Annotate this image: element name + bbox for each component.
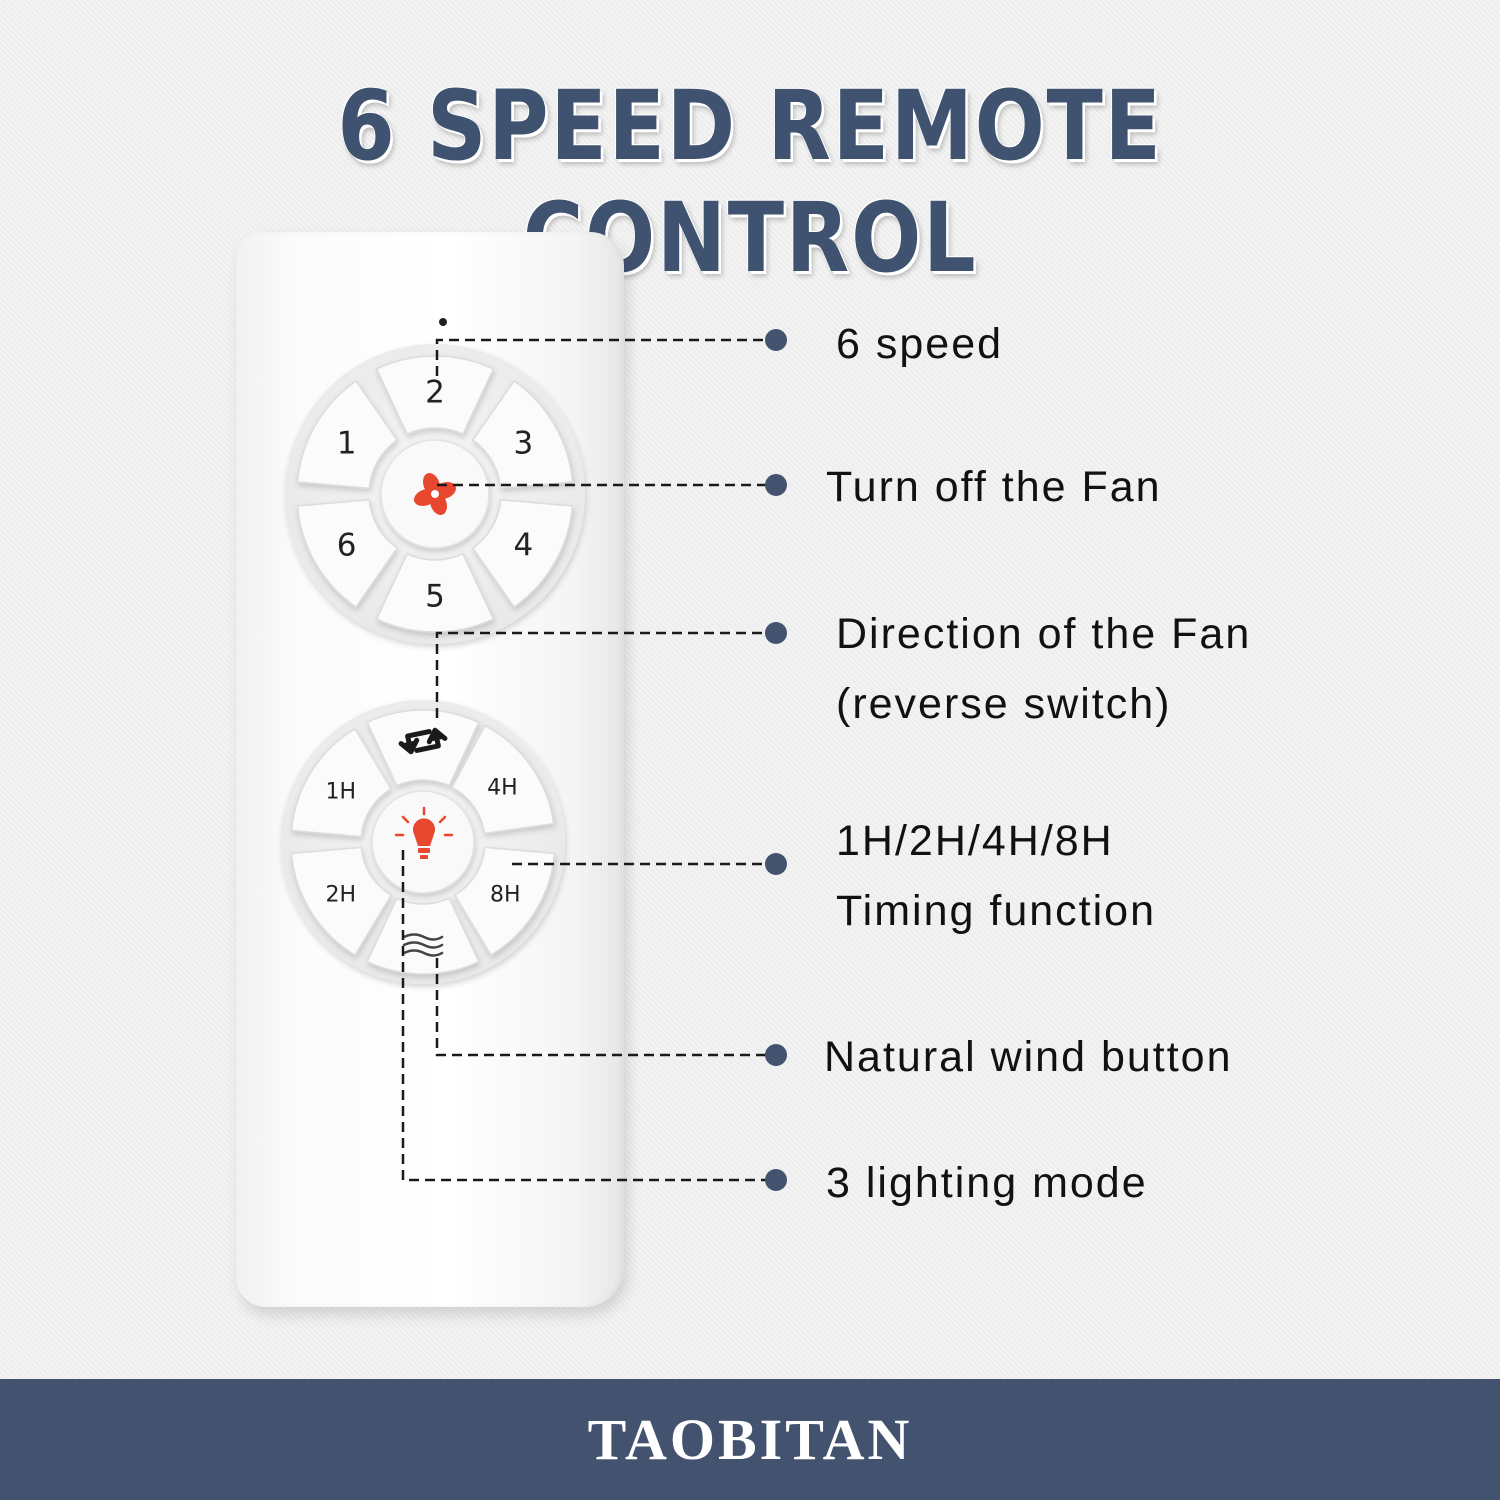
timer-button-label-8h: 8H [490, 882, 521, 907]
callout-line-lighting [401, 850, 776, 1182]
speed-button-1[interactable] [296, 380, 398, 489]
callout-line-natural-wind [435, 958, 776, 1057]
callout-direction-line1: Direction of the Fan [836, 610, 1252, 658]
callout-timing: 1H/2H/4H/8H Timing function [836, 806, 1156, 946]
callout-lighting: 3 lighting mode [826, 1159, 1148, 1207]
speed-button-ring: 1 2 3 4 5 6 [285, 344, 585, 644]
timer-button-4h[interactable] [451, 724, 555, 835]
speed-button-label-3: 3 [513, 426, 533, 462]
timer-button-label-1h: 1H [325, 780, 356, 805]
callout-fan-off: Turn off the Fan [826, 463, 1162, 511]
speed-button-label-4: 4 [513, 528, 533, 564]
speed-button-2[interactable] [375, 355, 495, 435]
speed-button-label-5: 5 [425, 579, 445, 615]
speed-button-label-6: 6 [337, 528, 357, 564]
timer-button-label-4h: 4H [487, 775, 518, 800]
indicator-led [439, 318, 447, 326]
callout-timing-line1: 1H/2H/4H/8H [836, 817, 1114, 865]
timer-button-8h[interactable] [454, 846, 556, 956]
callout-direction-line2: (reverse switch) [836, 680, 1172, 728]
speed-button-3[interactable] [472, 380, 574, 489]
fan-icon [413, 472, 457, 516]
timer-button-label-2h: 2H [325, 882, 356, 907]
page-title: 6 SPEED REMOTE CONTROL [337, 70, 1163, 294]
speed-button-4[interactable] [472, 499, 574, 608]
callout-natural-wind: Natural wind button [824, 1033, 1233, 1081]
timer-button-2h[interactable] [290, 846, 392, 956]
callout-line-direction [435, 631, 776, 718]
callout-lines [401, 338, 776, 1182]
speed-button-5[interactable] [375, 553, 495, 633]
speed-button-6[interactable] [296, 499, 398, 608]
callout-direction: Direction of the Fan (reverse switch) [836, 599, 1251, 739]
speed-button-label-2: 2 [425, 375, 445, 411]
bulb-icon [394, 806, 454, 859]
brand-name: TAOBITAN [587, 1407, 913, 1472]
wave-icon [402, 933, 444, 957]
callout-timing-line2: Timing function [836, 887, 1156, 935]
timer-button-1h[interactable] [290, 728, 392, 838]
callout-speed: 6 speed [836, 320, 1004, 368]
footer-bar: TAOBITAN [0, 1379, 1500, 1500]
speed-button-label-1: 1 [337, 426, 357, 462]
callout-dots [765, 329, 787, 1191]
reverse-arrows-icon [398, 727, 448, 755]
timer-button-ring: 1H 2H 4H 8H [281, 700, 565, 984]
callout-line-speed [435, 338, 776, 376]
